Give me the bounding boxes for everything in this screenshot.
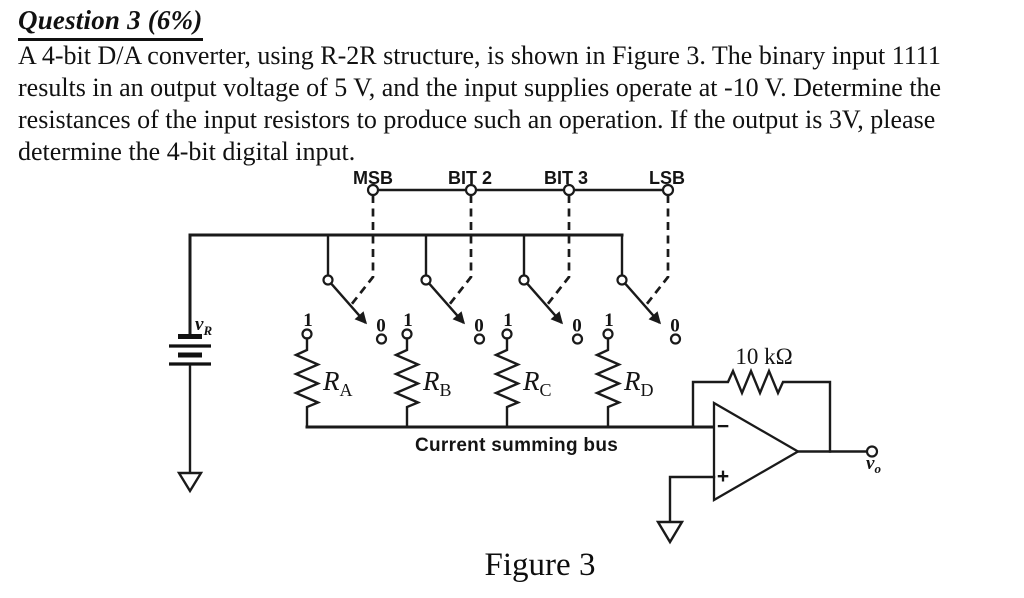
opamp-stage: 10 kΩ − + vo: [655, 344, 881, 545]
reference-source-branch: vR: [169, 314, 212, 494]
lsb-terminal-node: [661, 183, 675, 197]
terminal-label-msb: MSB: [353, 168, 393, 188]
switch-pivot-node: [420, 274, 432, 286]
switch-one-label: 1: [403, 310, 413, 331]
ground-symbol-opamp: [655, 520, 685, 545]
bit2-terminal-node: [464, 183, 478, 197]
zero-contact-node: [473, 333, 486, 345]
lsb-control-dashed-line: [644, 195, 670, 306]
switch-one-label: 1: [604, 310, 614, 331]
opamp-triangle: [712, 401, 801, 502]
resistor-rc: RC: [492, 337, 552, 429]
resistor-rd: RD: [593, 337, 654, 429]
terminal-label-bit2: BIT 2: [448, 168, 492, 188]
resistor-label-rc: RC: [522, 366, 552, 400]
bit3-terminal-node: [562, 183, 576, 197]
question-body: A 4-bit D/A converter, using R-2R struct…: [18, 40, 1020, 168]
switch-zero-label: 0: [670, 316, 680, 337]
one-contact-node: [301, 328, 313, 340]
summing-bus-label: Current summing bus: [415, 435, 618, 456]
one-contact-node: [501, 328, 513, 340]
resistor-rb: RB: [392, 337, 452, 429]
switch-arm-arrow: [427, 281, 465, 325]
switch-arm-arrow: [329, 281, 367, 325]
question-body-line: resistances of the input resistors to pr…: [18, 105, 936, 134]
resistor-body: [392, 337, 422, 429]
zero-contact-node: [571, 333, 584, 345]
zero-contact-node: [375, 333, 388, 345]
resistor-body: [492, 337, 522, 429]
resistor-label-rb: RB: [422, 366, 452, 400]
msb-control-dashed-line: [349, 195, 375, 306]
terminal-label-lsb: LSB: [649, 168, 685, 188]
ground-symbol-source: [176, 471, 204, 494]
opamp-inverting-input-label: −: [717, 415, 729, 438]
switch-zero-label: 0: [376, 316, 386, 337]
output-terminal-node: [865, 445, 879, 458]
switch-cluster-msb: 0 1: [301, 195, 388, 345]
reference-bus-wire: [188, 233, 624, 336]
terminal-label-bit3: BIT 3: [544, 168, 588, 188]
question-title: Question 3 (6%): [18, 5, 203, 41]
dac-circuit-diagram: MSB BIT 2 BIT 3 LSB vR: [169, 168, 881, 545]
figure-caption: Figure 3: [484, 547, 596, 583]
current-summing-bus: Current summing bus: [305, 425, 716, 456]
switch-pivot-node: [518, 274, 530, 286]
switch-one-label: 1: [303, 310, 313, 331]
switch-cluster-lsb: 0 1: [602, 195, 682, 345]
switch-cluster-bit2: 0 1: [401, 195, 486, 345]
bit3-control-dashed-line: [545, 195, 571, 306]
bit-terminal-header: MSB BIT 2 BIT 3 LSB: [353, 168, 685, 197]
msb-terminal-node: [366, 183, 380, 197]
one-contact-node: [602, 328, 614, 340]
switch-arm-arrow: [525, 281, 563, 325]
reference-source-label: vR: [195, 314, 212, 338]
one-contact-node: [401, 328, 413, 340]
switch-pivot-node: [616, 274, 628, 286]
resistor-label-rd: RD: [623, 366, 654, 400]
battery-symbol: [169, 334, 211, 366]
question-body-line: results in an output voltage of 5 V, and…: [18, 73, 942, 102]
resistor-body: [593, 337, 623, 429]
question-body-line: A 4-bit D/A converter, using R-2R struct…: [18, 41, 941, 70]
feedback-resistor-label: 10 kΩ: [735, 344, 792, 369]
noninverting-ground-wire: [668, 475, 716, 524]
resistor-label-ra: RA: [322, 366, 353, 400]
bit2-control-dashed-line: [447, 195, 473, 306]
opamp-noninverting-input-label: +: [717, 465, 729, 488]
switch-pivot-node: [322, 274, 334, 286]
question-body-line: determine the 4-bit digital input.: [18, 137, 356, 166]
output-label: vo: [866, 453, 881, 476]
switch-one-label: 1: [503, 310, 513, 331]
switch-cluster-bit3: 0 1: [501, 195, 584, 345]
zero-contact-node: [669, 333, 682, 345]
switch-arm-arrow: [623, 281, 661, 325]
resistor-ra: RA: [292, 337, 353, 429]
resistor-body: [292, 337, 322, 429]
feedback-resistor-wire: [691, 367, 832, 453]
switch-zero-label: 0: [572, 316, 582, 337]
switch-zero-label: 0: [474, 316, 484, 337]
